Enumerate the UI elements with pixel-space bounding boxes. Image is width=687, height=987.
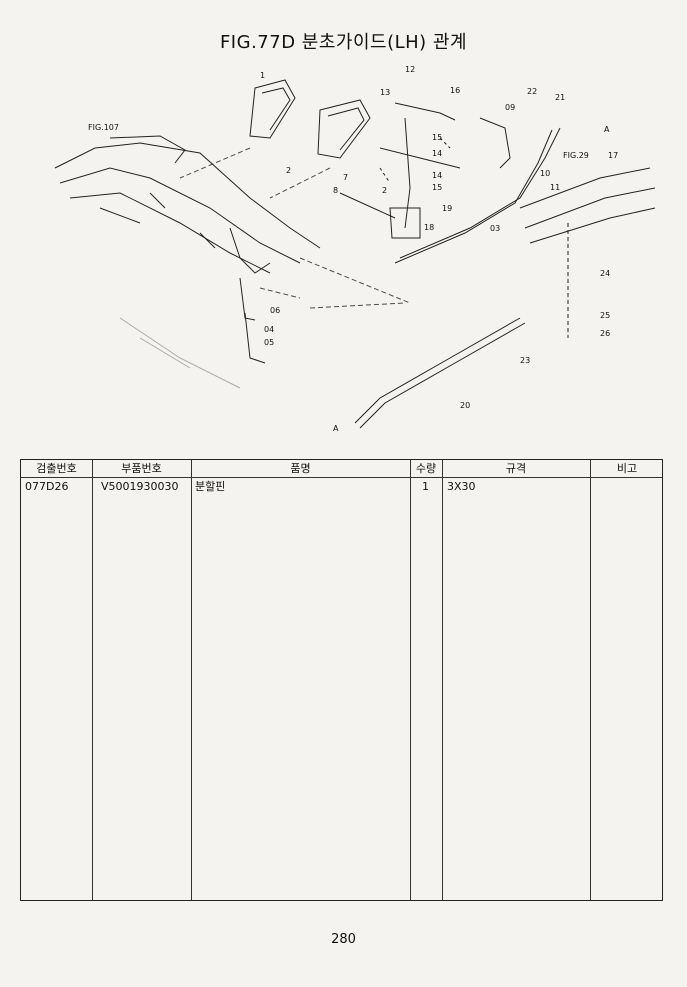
- callout-label: 23: [520, 356, 530, 365]
- ref-label-fig107: FIG.107: [88, 123, 119, 132]
- cell-spec: 3X30: [447, 480, 476, 493]
- callout-label: 19: [442, 204, 452, 213]
- callout-label: 24: [600, 269, 610, 278]
- callout-label: 2: [382, 186, 387, 195]
- callout-label: 26: [600, 329, 610, 338]
- callout-label: 8: [333, 186, 338, 195]
- callout-label: A: [604, 125, 610, 134]
- page-title: FIG.77D 분초가이드(LH) 관계: [219, 32, 468, 53]
- callout-label: 09: [505, 103, 515, 112]
- callout-label: 06: [270, 306, 280, 315]
- callout-label: 2: [286, 166, 291, 175]
- callout-label: 25: [600, 311, 610, 320]
- callout-label: 14: [432, 149, 442, 158]
- header-part-no: 검출번호: [36, 462, 77, 475]
- header-spec: 규격: [505, 462, 527, 475]
- cell-code: V5001930030: [101, 480, 179, 493]
- callout-label: 21: [555, 93, 565, 102]
- header-name: 품명: [290, 462, 311, 475]
- cell-name: 분할핀: [195, 480, 226, 493]
- callout-label: 10: [540, 169, 550, 178]
- parts-diagram: FIG.107 FIG.29 1 2 8 7 2 12 13 16 15 14 …: [54, 65, 656, 433]
- callout-label: 16: [450, 86, 460, 95]
- ref-label-fig29: FIG.29: [563, 151, 589, 160]
- callout-label: 13: [380, 88, 390, 97]
- callout-label: 04: [264, 325, 274, 334]
- callout-label: 12: [405, 65, 415, 74]
- parts-table: 검출번호 부품번호 품명 수량 규격 비고 077D26 V5001930030…: [20, 459, 663, 901]
- callout-label: 14: [432, 171, 442, 180]
- callout-label: 15: [432, 183, 442, 192]
- callout-label: 22: [527, 87, 537, 96]
- callout-label: A: [333, 424, 339, 433]
- cell-part-no: 077D26: [25, 480, 69, 493]
- callout-label: 1: [260, 71, 265, 80]
- callout-label: 11: [550, 183, 560, 192]
- callout-label: 03: [490, 224, 500, 233]
- callout-label: 15: [432, 133, 442, 142]
- header-qty: 수량: [415, 462, 437, 475]
- callout-label: 17: [608, 151, 618, 160]
- callout-label: 05: [264, 338, 274, 347]
- header-remark: 비고: [616, 462, 638, 475]
- callout-label: 18: [424, 223, 434, 232]
- callout-label: 20: [460, 401, 470, 410]
- callout-label: 7: [343, 173, 348, 182]
- cell-qty: 1: [422, 480, 429, 493]
- page-number: 280: [331, 932, 356, 947]
- header-code: 부품번호: [121, 462, 162, 475]
